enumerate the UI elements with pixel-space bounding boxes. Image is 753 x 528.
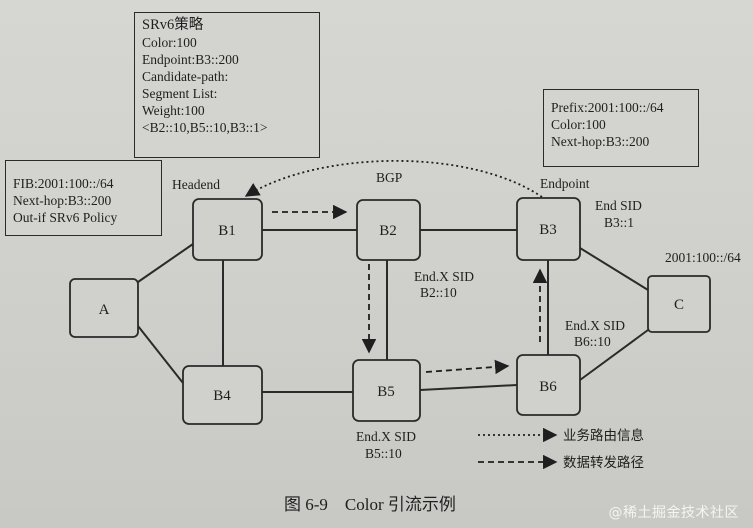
b2-sid-title: End.X SID bbox=[414, 269, 474, 284]
headend-label: Headend bbox=[172, 177, 220, 192]
node-b6 bbox=[516, 354, 581, 416]
end-sid-title: End SID bbox=[595, 198, 642, 213]
forwarding-path bbox=[272, 204, 548, 375]
policy-line-4: Candidate-path: bbox=[142, 69, 229, 84]
node-b6-label: B6 bbox=[539, 379, 557, 395]
fib-line-3: Out-if SRv6 Policy bbox=[13, 210, 118, 225]
legend-dashed-label: 数据转发路径 bbox=[563, 455, 644, 470]
link-a-b1 bbox=[137, 243, 194, 283]
policy-line-3: Endpoint:B3::200 bbox=[142, 52, 239, 67]
node-a-label: A bbox=[99, 302, 110, 318]
b5-sid-title: End.X SID bbox=[356, 429, 416, 444]
fib-line-1: FIB:2001:100::/64 bbox=[13, 176, 114, 191]
links bbox=[137, 229, 649, 393]
policy-line-2: Color:100 bbox=[142, 35, 197, 50]
b6-sid-value: B6::10 bbox=[574, 334, 611, 349]
node-b4 bbox=[182, 365, 263, 425]
node-c-label: C bbox=[674, 297, 684, 313]
policy-line-7: <B2::10,B5::10,B3::1> bbox=[142, 120, 268, 135]
node-b2 bbox=[356, 199, 421, 261]
node-a bbox=[69, 278, 139, 338]
node-b5 bbox=[352, 359, 421, 422]
b2-sid-value: B2::10 bbox=[420, 285, 457, 300]
figure-caption: 图 6-9 Color 引流示例 bbox=[284, 495, 456, 514]
prefix-line-2: Color:100 bbox=[551, 117, 606, 132]
bgp-route-arrow bbox=[244, 160, 543, 198]
end-sid-value: B3::1 bbox=[604, 215, 634, 230]
fwd-arrow-b5-b6 bbox=[425, 359, 510, 375]
policy-line-5: Segment List: bbox=[142, 86, 218, 101]
srv6-policy-box: SRv6策略 Color:100 Endpoint:B3::200 Candid… bbox=[134, 12, 320, 158]
fib-line-2: Next-hop:B3::200 bbox=[13, 193, 112, 208]
node-b3-label: B3 bbox=[539, 222, 557, 238]
legend-dotted-label: 业务路由信息 bbox=[563, 427, 644, 443]
fib-box: FIB:2001:100::/64 Next-hop:B3::200 Out-i… bbox=[5, 160, 162, 236]
node-b4-label: B4 bbox=[213, 388, 231, 404]
link-a-b4 bbox=[137, 325, 184, 384]
prefix-line-3: Next-hop:B3::200 bbox=[551, 134, 650, 149]
link-b3-c bbox=[579, 247, 649, 291]
prefix-box: Prefix:2001:100::/64 Color:100 Next-hop:… bbox=[543, 89, 699, 167]
c-prefix-label: 2001:100::/64 bbox=[665, 250, 741, 265]
node-b3 bbox=[516, 197, 581, 261]
policy-line-1: SRv6策略 bbox=[142, 17, 204, 33]
b6-sid-title: End.X SID bbox=[565, 318, 625, 333]
b5-sid-value: B5::10 bbox=[365, 446, 402, 461]
link-b5-b6 bbox=[419, 384, 518, 391]
node-b5-label: B5 bbox=[377, 384, 395, 400]
link-b6-c bbox=[579, 329, 649, 381]
prefix-line-1: Prefix:2001:100::/64 bbox=[551, 100, 664, 115]
watermark: @稀土掘金技术社区 bbox=[608, 505, 739, 521]
endpoint-label: Endpoint bbox=[540, 176, 590, 191]
bgp-label: BGP bbox=[376, 170, 402, 185]
node-c bbox=[647, 275, 711, 333]
policy-line-6: Weight:100 bbox=[142, 103, 205, 118]
node-b1 bbox=[192, 198, 263, 261]
node-b1-label: B1 bbox=[218, 223, 236, 239]
node-b2-label: B2 bbox=[379, 223, 397, 239]
